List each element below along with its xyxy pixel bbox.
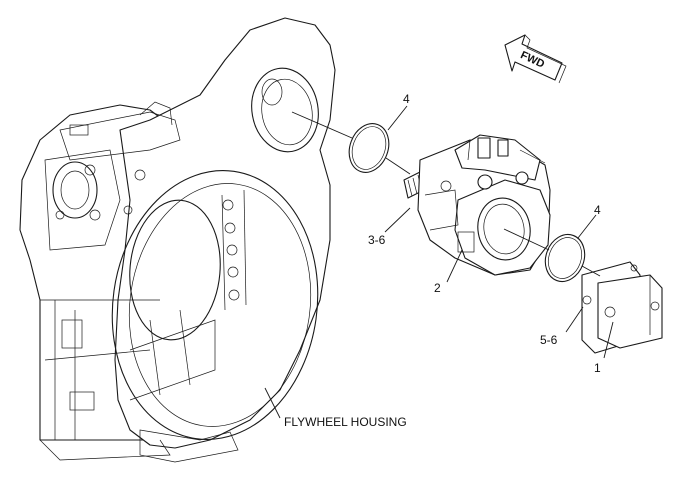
flywheel-housing-label: FLYWHEEL HOUSING (284, 415, 407, 429)
callout-2: 2 (434, 281, 441, 295)
flywheel-housing (19, 17, 336, 463)
fwd-direction-arrow: FWD (504, 34, 567, 84)
callout-4-lower: 4 (594, 203, 601, 217)
leader-lines (264, 105, 614, 419)
lower-o-ring (544, 233, 586, 283)
callout-3-6: 3-6 (368, 233, 386, 247)
main-pump (403, 134, 551, 276)
callout-4-upper: 4 (403, 92, 410, 106)
gear-pump (581, 261, 663, 354)
callout-1: 1 (594, 361, 601, 375)
housing-bolt-column (221, 189, 247, 311)
upper-o-ring (348, 123, 390, 173)
callout-5-6: 5-6 (540, 333, 558, 347)
